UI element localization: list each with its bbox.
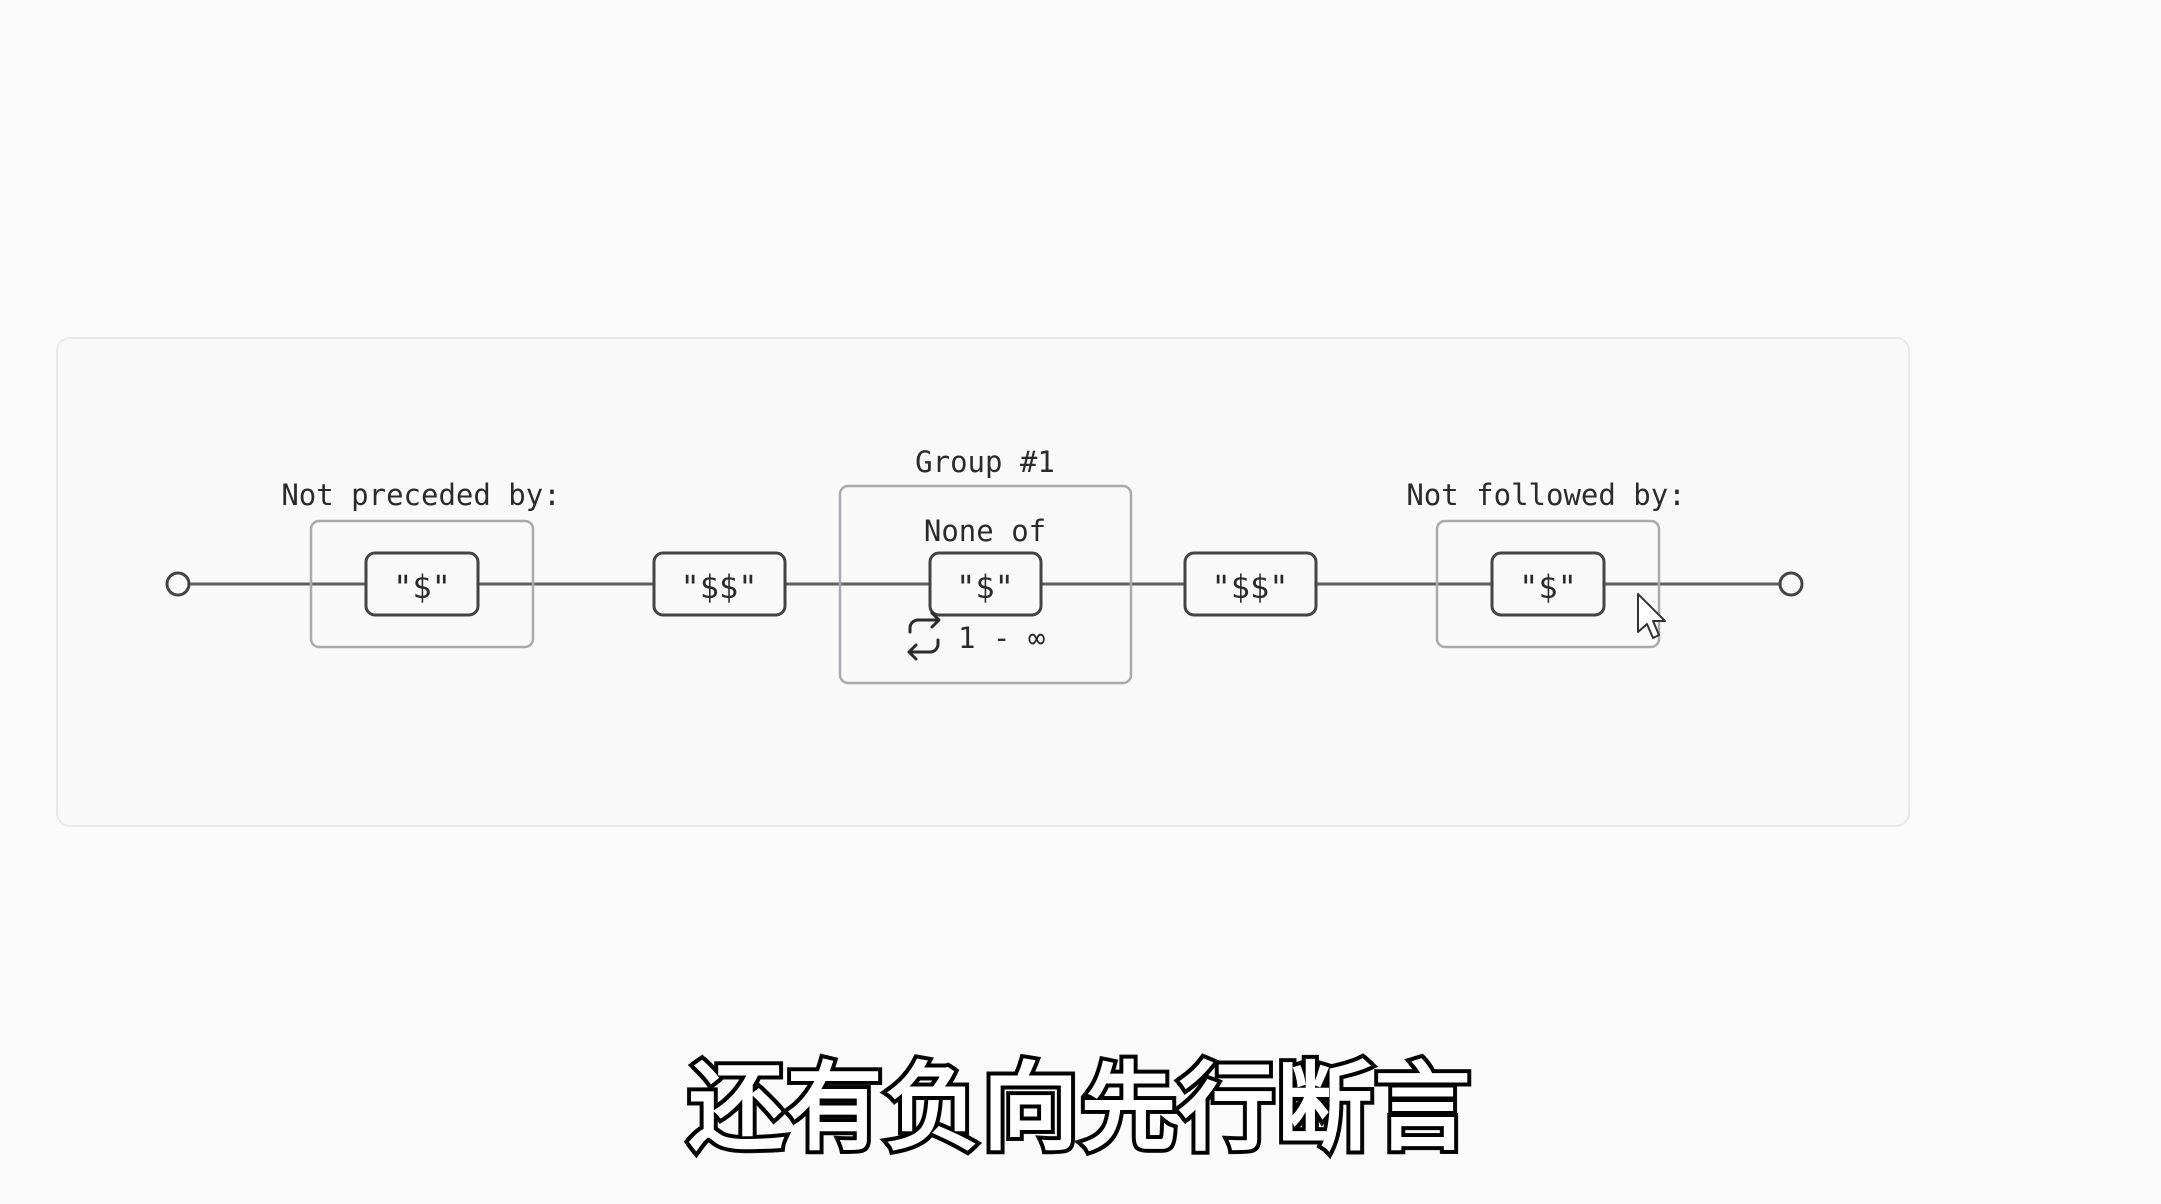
repeat-icon: [907, 611, 941, 661]
start-terminal: [165, 571, 191, 597]
group-literal-text: "$": [956, 568, 1014, 606]
lookbehind-literal-text: "$": [393, 568, 451, 606]
lookahead-box[interactable]: [1435, 519, 1661, 649]
none-of-label: None of: [924, 514, 1046, 548]
lookahead-label: Not followed by:: [1406, 478, 1685, 512]
lookbehind-box[interactable]: [309, 519, 535, 649]
lookahead-literal-text: "$": [1519, 568, 1577, 606]
lookbehind-literal-node[interactable]: [364, 551, 480, 617]
mouse-pointer-icon: [1637, 593, 1666, 639]
literal-node-2-text: "$$": [1211, 568, 1288, 606]
literal-node-2[interactable]: [1183, 551, 1318, 617]
repeat-range: 1 - ∞: [958, 621, 1045, 655]
lookahead-literal-node[interactable]: [1490, 551, 1606, 617]
group-box[interactable]: [838, 484, 1133, 685]
literal-node-1[interactable]: [652, 551, 787, 617]
group-literal-node[interactable]: [928, 551, 1043, 617]
video-subtitle: 还有负向先行断言: [685, 1048, 1475, 1168]
group-label: Group #1: [915, 445, 1055, 479]
literal-node-1-text: "$$": [680, 568, 757, 606]
lookbehind-label: Not preceded by:: [281, 478, 560, 512]
end-terminal: [1778, 571, 1804, 597]
